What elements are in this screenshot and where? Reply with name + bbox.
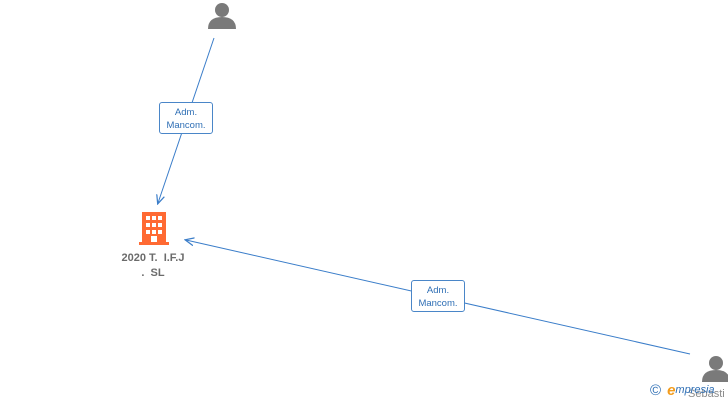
relation-role-line1: Adm. xyxy=(174,107,198,118)
relation-role-line1: Adm. xyxy=(426,285,450,296)
logo-text: mpresia xyxy=(675,384,715,396)
relation-role-line2: Mancom. xyxy=(418,298,458,309)
company-name-line2: . SL xyxy=(141,267,165,279)
logo-letter: e xyxy=(667,381,676,399)
empresia-watermark: © e mpresia xyxy=(650,380,715,400)
relation-role-line2: Mancom. xyxy=(166,120,206,131)
company-name[interactable]: 2020 T. I.F.J . SL xyxy=(110,251,196,281)
relation-label-bottom[interactable]: Adm. Mancom. xyxy=(411,280,465,312)
company-name-line1: 2020 T. I.F.J xyxy=(121,252,185,264)
building-icon[interactable] xyxy=(139,212,169,245)
relation-label-top[interactable]: Adm. Mancom. xyxy=(159,102,213,134)
person-icon[interactable] xyxy=(208,3,236,29)
copyright-icon: © xyxy=(650,381,662,399)
person-name[interactable]: Sebasti xyxy=(688,388,725,400)
person-icon[interactable] xyxy=(702,356,728,382)
